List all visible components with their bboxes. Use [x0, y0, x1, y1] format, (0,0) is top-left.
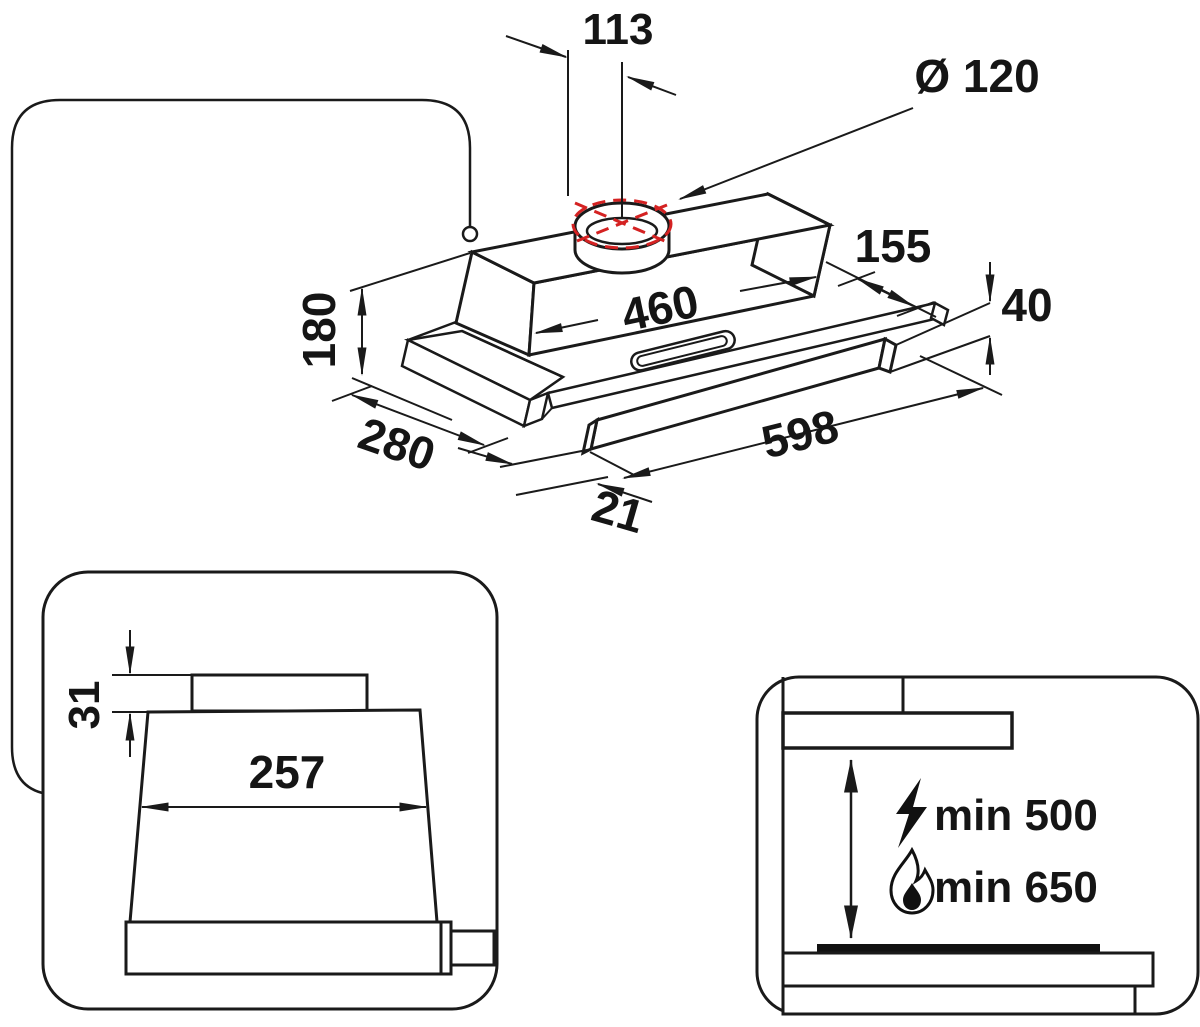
- clearance-label-electric: min 500: [934, 791, 1098, 840]
- hood-perspective-view: 113 Ø 120 460 180 280 21: [293, 5, 1053, 543]
- dim-label-duct-diameter: Ø 120: [914, 50, 1039, 102]
- front-view-body: [128, 708, 439, 924]
- counter-top: [781, 951, 1155, 988]
- dim-label-side-extension: 155: [855, 220, 932, 272]
- dim-side-extension: 155: [825, 220, 937, 318]
- front-view-rail-extension: [449, 929, 496, 967]
- dim-visor-gap: 21: [457, 447, 653, 543]
- cooktop-surface: [817, 944, 1100, 953]
- handle-recess: [630, 329, 736, 372]
- dim-duct-offset: 113: [505, 5, 677, 218]
- front-view-visor-rail: [124, 920, 443, 976]
- dim-label-visor-gap: 21: [587, 479, 651, 543]
- front-view-duct-stub: [190, 673, 369, 713]
- front-view-panel: 257 31: [41, 570, 499, 1011]
- clearance-label-gas: min 650: [934, 863, 1098, 912]
- dim-duct-diameter: Ø 120: [678, 50, 1040, 200]
- counter-base: [781, 984, 1137, 1016]
- lightning-icon: [896, 778, 927, 848]
- dim-label-visor-width: 598: [756, 399, 843, 468]
- dim-label-body-inner-width: 257: [249, 746, 326, 798]
- dim-label-body-depth: 280: [352, 407, 441, 481]
- wall-callout-outline: [10, 98, 479, 797]
- dim-label-body-height: 180: [293, 292, 345, 369]
- hood-side-profile: [781, 711, 1014, 750]
- dim-label-visor-thickness: 40: [1001, 279, 1052, 331]
- leader-terminal-circle: [461, 225, 479, 243]
- hood-base-frame: [400, 301, 950, 429]
- dim-body-height: 180: [293, 252, 471, 421]
- flame-icon: [889, 846, 935, 915]
- clearance-panel: min 500 min 650: [755, 675, 1200, 1016]
- dim-label-duct-offset: 113: [583, 5, 654, 54]
- dim-body-inner-width: 257: [140, 746, 428, 812]
- hood-body: [454, 191, 835, 358]
- dim-collar-height: 31: [60, 630, 192, 757]
- dim-visor-thickness: 40: [889, 262, 1053, 375]
- dim-label-collar-height: 31: [60, 681, 109, 730]
